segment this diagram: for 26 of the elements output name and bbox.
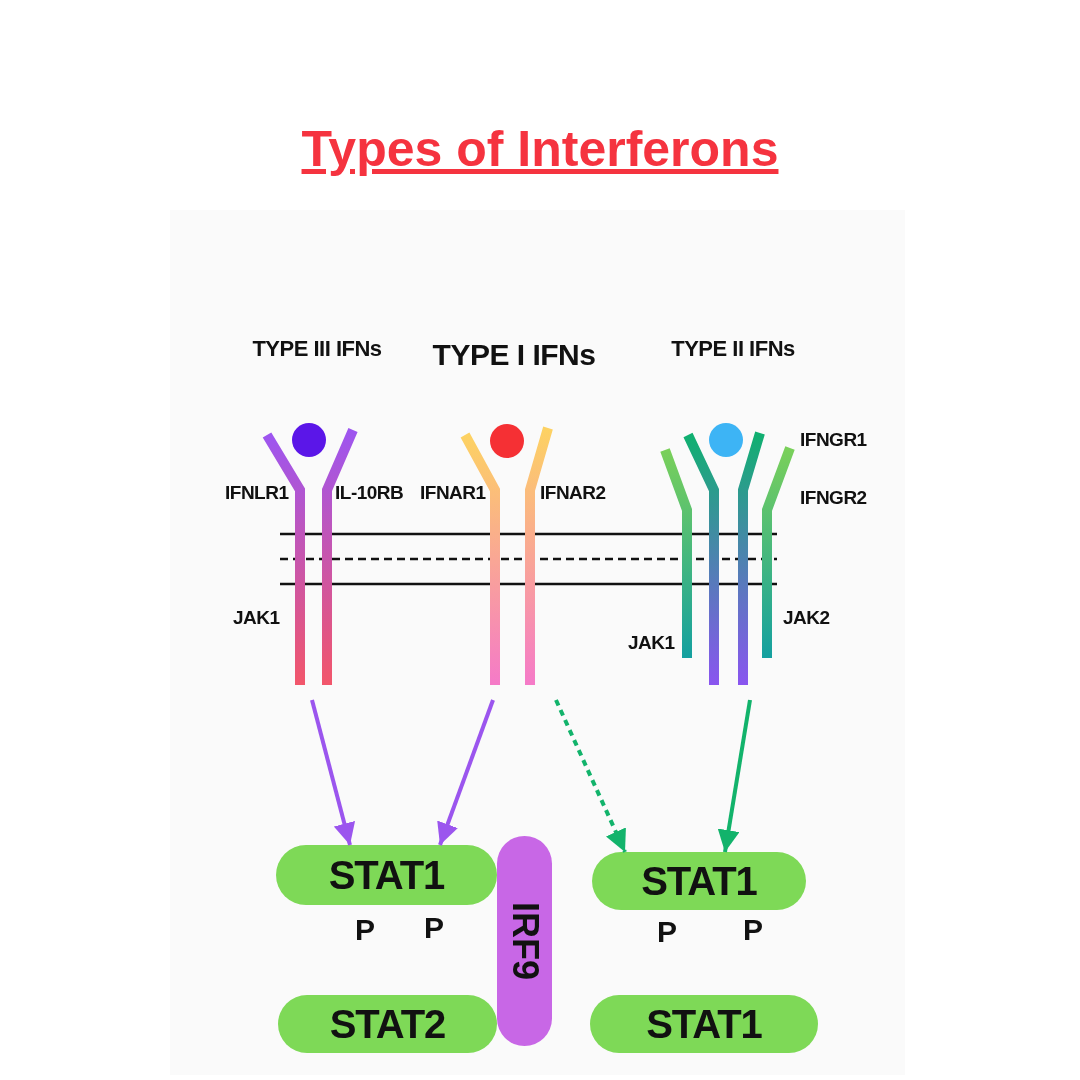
protein-pill: STAT1 (276, 845, 497, 905)
protein-bar: IRF9 (497, 836, 552, 1046)
arrow (554, 699, 627, 853)
chain-label: IL-10RB (335, 483, 404, 502)
receptor-heading: TYPE I IFNs (431, 340, 597, 370)
receptor-heading: TYPE III IFNs (251, 338, 383, 360)
arrow (717, 699, 752, 853)
phosphate-label: P (424, 913, 444, 943)
phosphate-label: P (657, 917, 677, 947)
arrow (310, 699, 356, 846)
protein-pill: STAT2 (278, 995, 497, 1053)
phosphate-label: P (355, 915, 375, 945)
arrow (437, 699, 495, 846)
chain-label: IFNLR1 (225, 483, 289, 502)
chain-label: JAK1 (233, 608, 280, 627)
title: Types of Interferons (300, 120, 780, 178)
chain-label: IFNGR1 (800, 430, 867, 449)
protein-pill: STAT1 (592, 852, 806, 910)
protein-pill: STAT1 (590, 995, 818, 1053)
receptor-heading: TYPE II IFNs (670, 338, 796, 360)
chain-label: IFNAR2 (540, 483, 606, 502)
chain-label: IFNGR2 (800, 488, 867, 507)
phosphate-label: P (743, 915, 763, 945)
chain-label: IFNAR1 (420, 483, 486, 502)
chain-label: JAK1 (628, 633, 675, 652)
chain-label: JAK2 (783, 608, 830, 627)
